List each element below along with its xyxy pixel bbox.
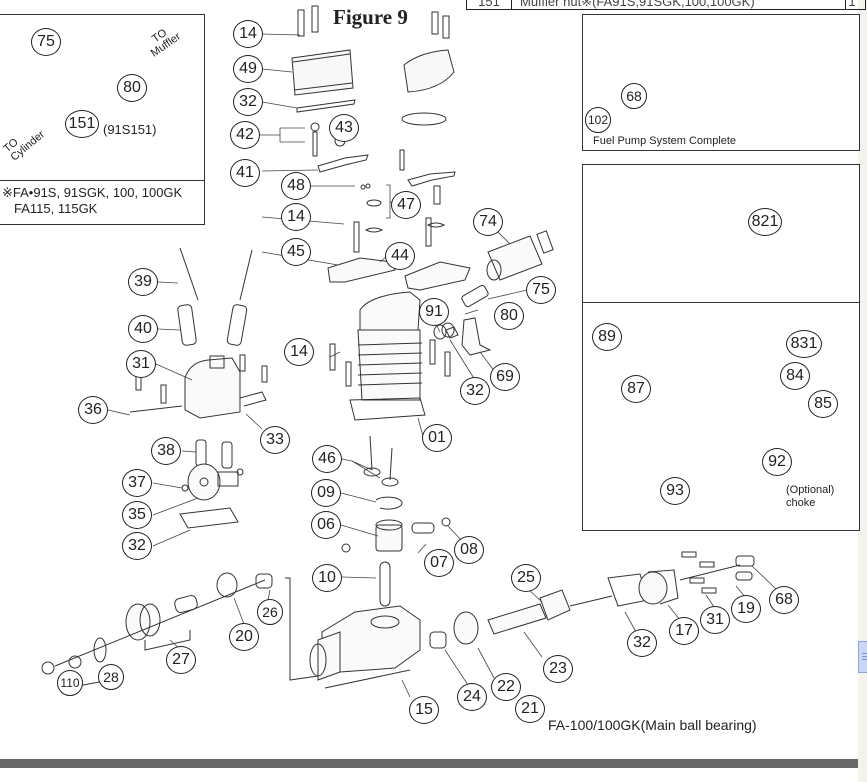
callout-38[interactable]: 38 (151, 437, 181, 465)
piston-drawing (341, 435, 451, 607)
parts-table-row: 151 Muffler nut※(FA91S,91SGK,100,100GK) … (466, 0, 866, 10)
callout-69[interactable]: 69 (490, 363, 520, 391)
callout-39[interactable]: 39 (128, 268, 158, 296)
callout-31[interactable]: 31 (126, 350, 156, 378)
callout-46[interactable]: 46 (312, 445, 342, 473)
callout-43[interactable]: 43 (329, 114, 359, 142)
callout-20[interactable]: 20 (229, 623, 259, 651)
callout-84[interactable]: 84 (780, 362, 810, 390)
callout-17[interactable]: 17 (669, 617, 699, 645)
note-line-2: FA115, 115GK (14, 201, 98, 216)
callout-87[interactable]: 87 (621, 375, 651, 403)
callout-80-main[interactable]: 80 (494, 302, 524, 330)
callout-26[interactable]: 26 (257, 599, 283, 625)
part-number-cell: 151 (467, 0, 512, 9)
callout-75[interactable]: 75 (31, 28, 61, 56)
callout-31-b[interactable]: 31 (700, 606, 730, 634)
inset-divider (0, 180, 204, 181)
callout-23[interactable]: 23 (543, 655, 573, 683)
callout-42[interactable]: 42 (230, 121, 260, 149)
callout-92[interactable]: 92 (762, 448, 792, 476)
main-ball-bearing-note: FA-100/100GK(Main ball bearing) (548, 717, 757, 733)
callout-28[interactable]: 28 (98, 664, 124, 690)
exhaust-drawing (433, 230, 554, 356)
callout-91[interactable]: 91 (419, 298, 449, 326)
callout-25[interactable]: 25 (511, 564, 541, 592)
callout-75-main[interactable]: 75 (526, 276, 556, 304)
callout-41[interactable]: 41 (230, 159, 260, 187)
crankcase-drawing (285, 577, 421, 689)
scrollbar-thumb[interactable] (858, 641, 867, 673)
callout-36[interactable]: 36 (78, 396, 108, 424)
cam-gear-drawing (179, 463, 244, 529)
callout-10[interactable]: 10 (312, 564, 342, 592)
callout-09[interactable]: 09 (311, 479, 341, 507)
next-page-top (0, 768, 858, 782)
callout-06[interactable]: 06 (311, 511, 341, 539)
callout-40[interactable]: 40 (128, 315, 158, 343)
callout-08[interactable]: 08 (454, 536, 484, 564)
callout-35[interactable]: 35 (122, 501, 152, 529)
callout-44[interactable]: 44 (385, 242, 415, 270)
callout-74[interactable]: 74 (473, 208, 503, 236)
optional-choke-label: (Optional) choke (786, 484, 834, 510)
callout-07[interactable]: 07 (424, 549, 454, 577)
callout-49[interactable]: 49 (233, 55, 263, 83)
callout-14-c[interactable]: 14 (284, 338, 314, 366)
callout-89[interactable]: 89 (592, 323, 622, 351)
callout-93[interactable]: 93 (660, 477, 690, 505)
fuel-pump-caption: Fuel Pump System Complete (593, 135, 737, 147)
note-line-1: ※FA•91S, 91SGK, 100, 100GK (2, 185, 183, 200)
part-qty-cell: 1 (848, 0, 856, 9)
variant-part-label: (91S151) (103, 122, 157, 137)
vertical-scrollbar-track[interactable] (858, 0, 867, 782)
callout-15[interactable]: 15 (409, 696, 439, 724)
callout-33[interactable]: 33 (260, 426, 290, 454)
rocker-cover-drawing (291, 5, 456, 205)
callout-831[interactable]: 831 (786, 330, 822, 358)
callout-32[interactable]: 32 (233, 88, 263, 116)
crankshaft-drawing (429, 551, 755, 649)
callout-14[interactable]: 14 (233, 20, 263, 48)
valve-train-drawing (327, 183, 471, 291)
carburetor-821-inset (582, 164, 860, 303)
callout-45[interactable]: 45 (281, 238, 311, 266)
callout-110[interactable]: 110 (57, 670, 83, 696)
callout-37[interactable]: 37 (122, 469, 152, 497)
callout-151[interactable]: 151 (65, 110, 99, 138)
cam-housing-drawing (129, 247, 268, 469)
callout-32-c[interactable]: 32 (122, 532, 152, 560)
optional-label: (Optional) (786, 484, 835, 496)
callout-24[interactable]: 24 (457, 683, 487, 711)
callout-27[interactable]: 27 (166, 646, 196, 674)
callout-821[interactable]: 821 (748, 208, 782, 236)
callout-85[interactable]: 85 (808, 390, 838, 418)
callout-68[interactable]: 68 (621, 83, 647, 109)
model-applicability-note: ※FA•91S, 91SGK, 100, 100GK FA115, 115GK (2, 185, 182, 217)
callout-01[interactable]: 01 (422, 424, 452, 452)
callout-47[interactable]: 47 (391, 191, 421, 219)
cylinder-drawing (329, 291, 451, 421)
callout-19[interactable]: 19 (731, 595, 761, 623)
part-description-cell: Muffler nut※(FA91S,91SGK,100,100GK) (512, 0, 846, 9)
callout-80[interactable]: 80 (117, 74, 147, 102)
callout-32-b[interactable]: 32 (460, 377, 490, 405)
callout-32-d[interactable]: 32 (627, 629, 657, 657)
page-separator-bar (0, 759, 858, 768)
callout-22[interactable]: 22 (491, 673, 521, 701)
callout-21[interactable]: 21 (515, 695, 545, 723)
fuel-pump-inset: Fuel Pump System Complete (582, 14, 860, 151)
callout-68-main[interactable]: 68 (769, 586, 799, 614)
choke-label: choke (786, 497, 816, 509)
carburetor-831-inset (582, 302, 860, 531)
callout-48[interactable]: 48 (281, 172, 311, 200)
callout-102[interactable]: 102 (585, 107, 611, 133)
callout-14-b[interactable]: 14 (281, 203, 311, 231)
figure-title: Figure 9 (333, 5, 408, 29)
front-hub-drawing (41, 572, 273, 687)
